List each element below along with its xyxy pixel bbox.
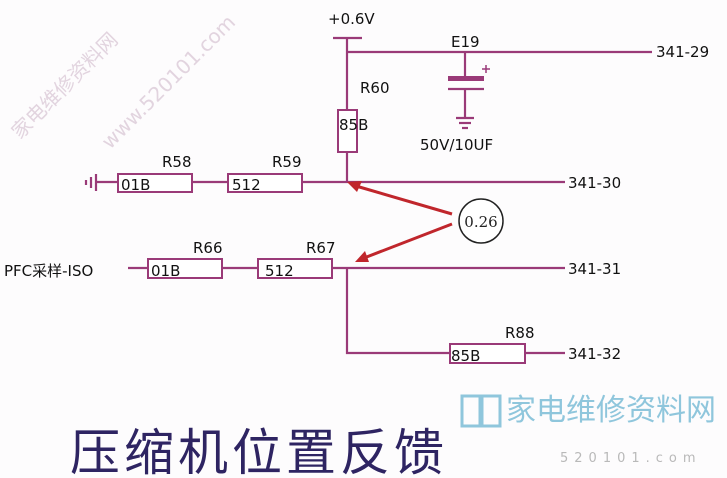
watermark-site-cn: 家电维修资料网 xyxy=(7,28,123,144)
net-label-341-30: 341-30 xyxy=(568,174,621,192)
svg-text:R67: R67 xyxy=(306,239,336,257)
capacitor-ref: E19 xyxy=(451,33,480,51)
svg-text:512: 512 xyxy=(232,176,261,194)
svg-text:512: 512 xyxy=(265,262,294,280)
resistor-r59: R59 512 xyxy=(227,153,303,194)
svg-text:R88: R88 xyxy=(505,324,535,342)
resistor-r60: R60 85B xyxy=(337,79,390,153)
logo-book-icon xyxy=(460,394,482,428)
input-label: PFC采样-ISO xyxy=(4,262,93,280)
measurement-annotation: 0.26 xyxy=(347,181,504,262)
svg-text:01B: 01B xyxy=(121,176,150,194)
net-label-341-32: 341-32 xyxy=(568,345,621,363)
watermark: 家电维修资料网 www.520101.com xyxy=(7,10,241,154)
wire xyxy=(345,268,450,355)
resistor-r88: R88 85B xyxy=(449,324,535,365)
capacitor-e19: E19 50V/10UF xyxy=(420,33,493,154)
resistor-r66: R66 01B xyxy=(147,239,223,280)
supply-label: +0.6V xyxy=(328,10,375,28)
measurement-value: 0.26 xyxy=(464,213,497,231)
svg-text:85B: 85B xyxy=(451,347,480,365)
svg-text:01B: 01B xyxy=(151,262,180,280)
net-label-341-31: 341-31 xyxy=(568,260,621,278)
site-logo: 家电维修资料网 520101.com xyxy=(460,393,716,466)
plus-icon xyxy=(482,65,490,73)
logo-url: 520101.com xyxy=(560,451,702,466)
svg-text:R59: R59 xyxy=(272,153,302,171)
capacitor-value: 50V/10UF xyxy=(420,136,493,154)
diagram-title: 压缩机位置反馈 xyxy=(70,424,448,478)
svg-text:R60: R60 xyxy=(360,79,390,97)
ground-icon xyxy=(84,174,98,191)
net-label-341-29: 341-29 xyxy=(656,43,709,61)
logo-text: 家电维修资料网 xyxy=(506,393,716,428)
svg-text:85B: 85B xyxy=(339,116,368,134)
watermark-site-url: www.520101.com xyxy=(97,10,241,154)
capacitor-plate-positive xyxy=(448,76,484,81)
resistor-r58: R58 01B xyxy=(117,153,193,194)
svg-text:R58: R58 xyxy=(162,153,192,171)
resistor-r67: R67 512 xyxy=(257,239,336,280)
svg-text:R66: R66 xyxy=(193,239,223,257)
